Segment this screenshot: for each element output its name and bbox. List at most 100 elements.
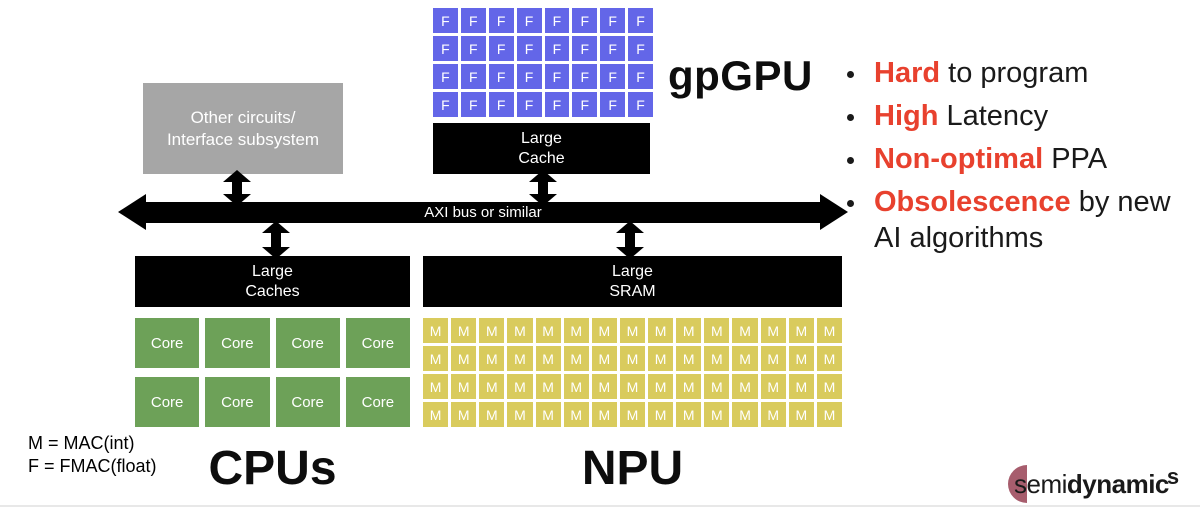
legend-line-mac: M = MAC(int) — [28, 433, 135, 453]
fmac-cell: F — [460, 92, 486, 117]
bullet-rest: PPA — [1043, 143, 1108, 175]
drawbacks-bullet-list: Hard to program High Latency Non-optimal… — [843, 55, 1181, 263]
mac-cell: M — [648, 374, 674, 399]
fmac-cell: F — [572, 36, 598, 61]
gpgpu-label: gpGPU — [668, 52, 813, 99]
bullet-highlight: Obsolescence — [874, 186, 1071, 218]
bullet-rest: by new AI algorithms — [874, 186, 1171, 254]
mac-cell: M — [423, 374, 449, 399]
logo-superscript: s — [1166, 464, 1179, 489]
bullet-hard-to-program: Hard to program — [843, 55, 1181, 91]
arrow-tip-up — [616, 221, 644, 233]
mac-cell: M — [591, 318, 617, 343]
mac-cell: M — [648, 346, 674, 371]
mac-cell: M — [704, 346, 730, 371]
mac-cell: M — [760, 318, 786, 343]
mac-cell: M — [619, 346, 646, 371]
mac-cell: M — [676, 346, 702, 371]
cpus-label: CPUs — [208, 442, 337, 495]
fmac-cell: F — [460, 8, 486, 33]
mac-cell: M — [788, 402, 814, 427]
arrow-tip-up — [223, 170, 251, 182]
cpu-caches-line2: Caches — [245, 282, 300, 300]
arrow-stem — [271, 233, 281, 247]
fmac-cell: F — [572, 64, 598, 89]
mac-cell: M — [788, 318, 814, 343]
mac-cell: M — [535, 374, 561, 399]
bullet-dot-icon — [847, 157, 854, 164]
mac-cell: M — [704, 402, 730, 427]
fmac-cell: F — [544, 64, 570, 89]
bullet-non-optimal-ppa: Non-optimal PPA — [843, 141, 1181, 177]
fmac-cell: F — [488, 92, 514, 117]
other-circuits-line2: Interface subsystem — [166, 129, 320, 149]
mac-cell: M — [591, 402, 617, 427]
mac-cell: M — [816, 402, 842, 427]
cpu-core-cell: Core — [345, 318, 410, 368]
arrow-bus-to-npu-icon — [616, 221, 644, 259]
cpu-core-cell: Core — [275, 377, 340, 427]
arrow-gpgpu-to-bus-icon — [529, 170, 557, 206]
bullet-rest: Latency — [938, 100, 1049, 132]
mac-cell: M — [619, 402, 646, 427]
fmac-cell: F — [544, 92, 570, 117]
arrow-stem — [625, 233, 635, 247]
mac-cell: M — [479, 402, 505, 427]
fmac-cell: F — [544, 36, 570, 61]
mac-cell: M — [619, 374, 646, 399]
mac-cell: M — [760, 374, 786, 399]
bullet-highlight: Hard — [874, 57, 941, 89]
bus-arrowhead-right-icon — [820, 194, 848, 230]
fmac-cell: F — [628, 36, 653, 61]
axi-bus-arrow: AXI bus or similar — [118, 194, 848, 230]
mac-cell: M — [535, 346, 561, 371]
npu-label: NPU — [581, 442, 684, 495]
fmac-cell: F — [600, 8, 626, 33]
mac-cell: M — [507, 318, 533, 343]
arrow-tip-up — [529, 170, 557, 182]
mac-cell: M — [676, 318, 702, 343]
mac-cell: M — [816, 374, 842, 399]
other-circuits-line1: Other circuits/ — [190, 107, 296, 127]
npu-sram-line1: Large — [612, 262, 653, 280]
bullet-obsolescence: Obsolescence by new AI algorithms — [843, 184, 1181, 256]
mac-cell: M — [760, 402, 786, 427]
cpu-core-cell: Core — [205, 318, 270, 368]
semidynamics-logo: semidynamics — [1008, 458, 1193, 505]
mac-cell: M — [704, 374, 730, 399]
cpu-core-cell: Core — [205, 377, 270, 427]
mac-cell: M — [591, 346, 617, 371]
fmac-cell: F — [628, 8, 653, 33]
mac-cell: M — [788, 374, 814, 399]
mac-cell: M — [563, 318, 589, 343]
mac-cell: M — [423, 318, 449, 343]
arrow-other-circuits-to-bus-icon — [223, 170, 251, 206]
mac-cell: M — [423, 346, 449, 371]
mac-cell: M — [732, 402, 758, 427]
mac-cell: M — [816, 346, 842, 371]
mac-cell: M — [648, 402, 674, 427]
mac-cell: M — [648, 318, 674, 343]
fmac-cell: F — [572, 92, 598, 117]
fmac-cell: F — [572, 8, 598, 33]
mac-cell: M — [619, 318, 646, 343]
bullet-dot-icon — [847, 114, 854, 121]
mac-cell: M — [479, 374, 505, 399]
fmac-cell: F — [488, 8, 514, 33]
gpgpu-large-cache-box: Large Cache — [433, 123, 650, 174]
fmac-cell: F — [516, 36, 542, 61]
fmac-cell: F — [488, 64, 514, 89]
fmac-cell: F — [516, 92, 542, 117]
logo-prefix: semi — [1014, 469, 1067, 499]
mac-cell: M — [676, 374, 702, 399]
gpgpu-cache-line2: Cache — [518, 149, 565, 167]
arrow-tip-down — [223, 194, 251, 206]
arrow-bus-to-cpu-icon — [262, 221, 290, 259]
cpu-caches-line1: Large — [252, 262, 293, 280]
arrow-stem — [538, 182, 548, 194]
mac-cell: M — [732, 346, 758, 371]
